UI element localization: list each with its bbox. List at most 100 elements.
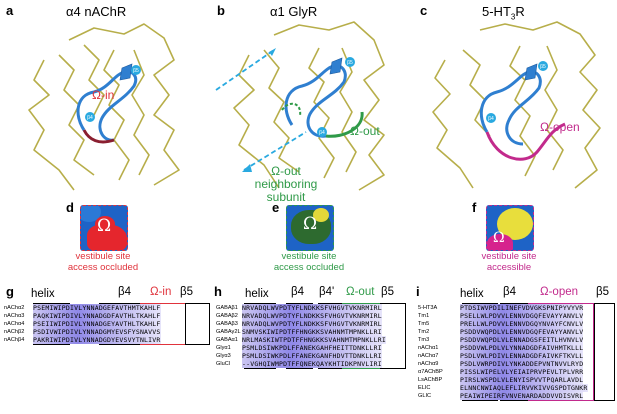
omega-out-label: Ω-out	[350, 124, 380, 138]
panel-c-title: 5-HT3R	[482, 4, 525, 22]
title-end: R	[515, 4, 525, 19]
caption-f-line-2: accessible	[486, 262, 532, 273]
sequence-residues: PSMLDSIWKPDLFFANEKGANFHDVTTDNKLLRI	[242, 352, 382, 360]
vestibule-pocket-accessible: Ω	[486, 205, 534, 251]
sequence-name: GABAβ2	[216, 313, 238, 319]
sequence-name: nAChα7	[418, 353, 439, 359]
backbone-trace	[233, 21, 385, 191]
sequence-residues: NRVADQLWVPDTYFLNDKKSFVHGVTVKNRMIRL	[242, 304, 382, 312]
dashed-arrow-bottom	[243, 131, 307, 171]
sequence-name: nAChα1	[418, 345, 439, 351]
sequence-name: Tm1	[418, 313, 430, 319]
caption-e-line-1: vestibule site	[281, 251, 337, 262]
5ht3r-structure: β5 β4	[432, 21, 601, 189]
header-helix: helix	[31, 288, 55, 300]
sequence-name: nAChα9	[418, 361, 439, 367]
sequence-residues: PSDDVWQPDLVLENNADGSFEITLHVNVLV	[460, 336, 584, 344]
beta4-marker-label: β4	[488, 116, 494, 122]
omega-out-loop-trace	[325, 111, 364, 138]
beta5-marker	[538, 61, 548, 71]
sequence-name: nAChβ2	[4, 329, 25, 335]
vestibule-pocket-occluded-green: Ω	[286, 205, 334, 251]
sequence-residues: NRLMASKIWTPDTFFHNGKKSVAHNMTMPNKLLRI	[242, 336, 386, 344]
panel-label-g: g	[6, 284, 14, 299]
header-beta4: β4	[118, 286, 132, 298]
helix-cartoon	[329, 57, 343, 75]
surface-blob	[81, 206, 101, 222]
sequence-name: GABAβ1	[216, 305, 238, 311]
beta5-marker-label: β5	[540, 64, 546, 70]
panel-label-h: h	[214, 284, 222, 299]
sequence-residues: PSDIVWIPDIVLYNNADGMYEVSFYSNAVVS	[33, 328, 161, 336]
arrowhead-bottom-icon	[242, 164, 252, 172]
sequence-residues: PAQKIWIPDIVLYNNADGDFAVTHLTKAHLF	[33, 312, 161, 320]
neighbor-label-line-2: neighboring	[254, 177, 318, 191]
helix-cartoon	[119, 63, 133, 81]
sequence-residues: PIRSLWSPDLVLENYISPVVTPQARLAVDL	[460, 376, 584, 384]
sequence-residues: NRVADQLWVPDTYFLNDKKSFVHGVTVKNRMIRL	[242, 320, 382, 328]
arrowhead-top-icon	[269, 48, 276, 56]
header-omega-open: Ω-open	[540, 286, 579, 298]
caption-f-line-1: vestibule site	[481, 251, 537, 262]
panel-b-title: α1 GlyR	[270, 4, 318, 19]
sequence-name: GABAγ2L	[216, 329, 241, 335]
beta-strand-trace	[284, 64, 347, 138]
surface-blob	[95, 216, 115, 232]
caption-d-line-2: access occluded	[67, 262, 139, 273]
header-beta4: β4	[291, 286, 305, 298]
sequence-name: GABAβ3	[216, 321, 238, 327]
sequence-residues: PSDLVWRPDIVLYNKADDEPVNTNVVLRYD	[460, 360, 584, 368]
sequence-name: nAChα3	[4, 313, 25, 319]
sequence-name: nAChβ4	[4, 337, 25, 343]
title-subscript: 3	[510, 12, 516, 22]
sequence-name: Tm2	[418, 329, 430, 335]
sequence-residues: PAKRIWIPDIVLYNNADGDYEVSVYTNLIVR	[33, 336, 161, 344]
sequence-residues: PSELLWLPDVVLENNVDGQFEVAYYANVLV	[460, 312, 584, 320]
omega-symbol: Ω	[97, 216, 112, 236]
panel-label-d: d	[66, 200, 74, 215]
caption-f: vestibule site accessible	[454, 251, 564, 273]
sequence-name: Tm3	[418, 337, 430, 343]
alpha4-nachr-structure: β5 β4	[28, 23, 180, 191]
header-omega-out: Ω-out	[346, 286, 375, 298]
sequence-residues: ELNNCNWIAQLEFLIRVVKIVVGSPDTGNKR	[460, 384, 588, 392]
beta5-box	[185, 303, 210, 345]
omega-symbol: Ω	[303, 214, 318, 234]
beta5-marker-label: β5	[133, 68, 139, 74]
sequence-residues: NRVADQLWVPDTYFLNDKKSFVHGVTVKNRMIRL	[242, 312, 382, 320]
header-beta5: β5	[596, 286, 610, 298]
header-beta5: β5	[381, 286, 395, 298]
caption-d-line-1: vestibule site	[75, 251, 131, 262]
sequence-residues: SNMVSKIWIPDTFFHNGKKSVAHNMTMPNKLLRI	[242, 328, 382, 336]
title-main: 5-HT	[482, 4, 511, 19]
header-helix: helix	[460, 288, 484, 300]
beta5-box	[594, 303, 615, 401]
alpha1-glyr-structure: β5 β4	[215, 21, 385, 191]
backbone-trace	[432, 21, 601, 189]
beta5-marker	[131, 65, 141, 75]
beta4-marker-label: β4	[319, 130, 325, 136]
header-helix: helix	[245, 288, 269, 300]
sequence-residues: PSDDVWQPDLVLENNVDGQFEVAYYANVLV	[460, 328, 584, 336]
panel-label-a: a	[6, 3, 14, 18]
sequence-name: Glyα3	[216, 353, 231, 359]
vestibule-pocket-occluded-red: Ω	[80, 205, 128, 251]
sequence-residues: PRELLWLPDVVLENNVDGQYNVAYFCNVLV	[460, 320, 584, 328]
sequence-name: GluCl	[216, 361, 230, 367]
sequence-name: GABAα1	[216, 337, 238, 343]
beta4-marker	[317, 127, 327, 137]
sequence-residues: PSEIIWIPDIVLYNNADGEYAVTHLTKAHLF	[33, 320, 161, 328]
sequence-residues: PSDDVWLPDLVLYNNADGDFAIVHMTKLLL	[460, 344, 584, 352]
helix-cartoon	[524, 63, 538, 81]
neighbor-label-line-3: subunit	[266, 190, 306, 204]
beta-strand-trace	[76, 70, 138, 142]
dashed-arrow-top	[215, 49, 275, 91]
sequence-name: ELIC	[418, 385, 431, 391]
sequence-residues: --VGHQIWMPDTFFQNEKQAYKHTIDKPNVLIRI	[242, 360, 382, 368]
omega-in-label: Ω-in	[92, 88, 115, 102]
backbone-trace	[28, 23, 180, 191]
beta-strand-trace	[479, 70, 542, 146]
panel-label-b: b	[217, 3, 225, 18]
omega-open-loop-trace	[485, 122, 566, 161]
sequence-name: Tm5	[418, 321, 430, 327]
